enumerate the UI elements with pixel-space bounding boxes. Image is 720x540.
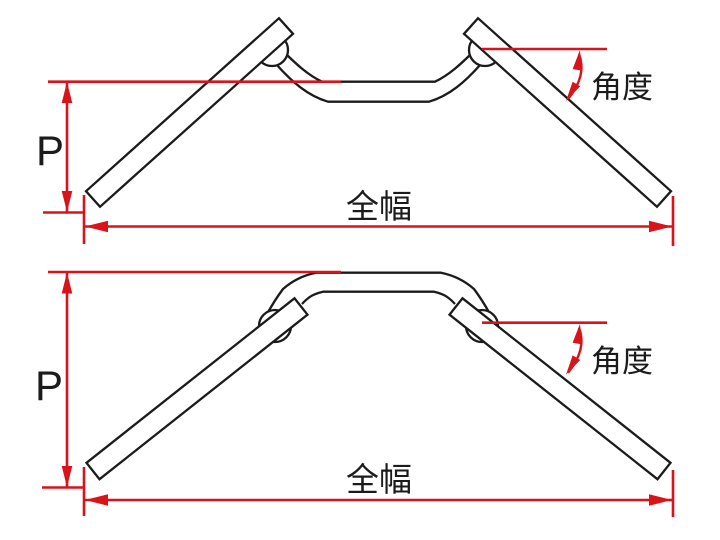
p-label: P (35, 362, 63, 409)
p-arrow-down (61, 191, 73, 212)
angle-label: 角度 (591, 70, 653, 105)
p-arrow-down (61, 466, 73, 487)
p-arrow-up (61, 272, 73, 294)
angle-arrow-top (572, 50, 582, 71)
center-tube-top-edge (265, 271, 492, 315)
left-grip-tube (84, 296, 310, 481)
right-grip-tube (447, 296, 673, 481)
width-arrow-left (85, 494, 108, 506)
angle-label: 角度 (591, 344, 653, 379)
width-arrow-right (649, 220, 672, 233)
angle-arrow-top (572, 323, 582, 345)
left-grip-tube (84, 16, 295, 209)
top-handlebar-diagram: P 全幅 角度 (36, 16, 675, 246)
p-arrow-up (61, 82, 73, 103)
bottom-handlebar-diagram: P 全幅 角度 (35, 270, 675, 517)
angle-arrow-bottom (566, 81, 581, 101)
right-grip-tube (462, 16, 673, 209)
angle-arrow-bottom (566, 355, 581, 375)
width-arrow-left (85, 220, 108, 233)
overall-width-label: 全幅 (346, 461, 412, 498)
p-label: P (36, 127, 64, 174)
width-arrow-right (649, 494, 672, 506)
center-tube-top-edge (283, 51, 474, 83)
center-tube-bottom-edge (275, 63, 482, 103)
overall-width-label: 全幅 (346, 188, 412, 225)
center-tube-bottom-edge (301, 290, 456, 305)
